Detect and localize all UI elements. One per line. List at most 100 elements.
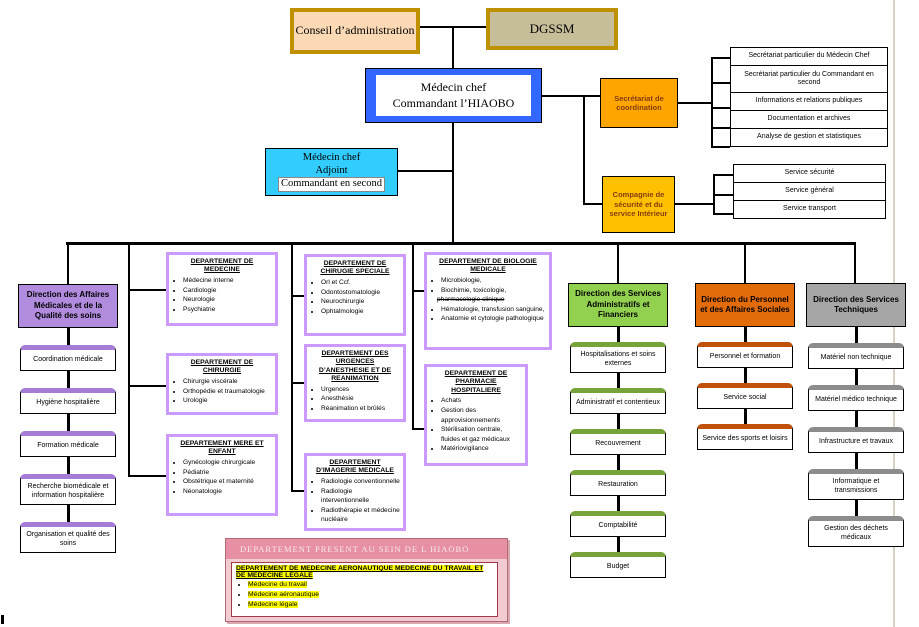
services-techniques-service-box: Gestion des déchets médicaux [808, 515, 904, 547]
departement-biologie-item: pharmacologie clinique [437, 295, 546, 305]
medecin-chef-adjoint-box: Médecin chef Adjoint Commandant en secon… [265, 148, 398, 196]
medecin-chef-line1: Médecin chef [420, 79, 487, 94]
departement-chirurgie-item: Chirurgie viscérale [183, 377, 272, 387]
departement-chirugie-speciale-item: Orl et Ccf. [321, 278, 400, 288]
services-administratifs-service-box: Administratif et contentieux [570, 387, 666, 414]
cursor-mark [1, 615, 4, 624]
departement-imagerie-box: DEPARTEMENT D’IMAGERIE MEDICALE Radiolog… [304, 453, 406, 531]
departement-medecine-item: Neurologie [183, 295, 272, 305]
connector-line [713, 213, 733, 215]
encart-title: DEPARTEMENT DE MEDECINE AERONAUTIQUE MED… [236, 565, 493, 579]
departement-chirurgie-item-text: Orthopédie et traumatologie [183, 387, 265, 395]
services-administratifs-service-box: Budget [570, 551, 666, 578]
medecin-chef-box: Médecin chef Commandant l’HIAOBO [365, 68, 542, 123]
departement-urgences-item: Urgences [321, 385, 400, 395]
departement-medecine-title: DEPARTEMENT DE MEDECINE [190, 258, 254, 274]
dgssm-box: DGSSM [486, 8, 618, 50]
departement-chirugie-speciale-title: DEPARTEMENT DE CHIRUGIE SPECIALE [320, 260, 390, 276]
encart-item-text: Médecine légale [248, 601, 298, 609]
departement-chirugie-speciale-item: Neurochirurgie [321, 297, 400, 307]
services-techniques-service-box-label: Informatique et transmissions [832, 478, 880, 495]
connector-line [583, 203, 602, 205]
encart-header: DEPARTEMENT PRESENT AU SEIN DE L HIAOBO [226, 539, 507, 559]
connector-line [291, 490, 304, 492]
direction-personnel-column: Direction du Personnel et des Affaires S… [695, 283, 795, 450]
departement-medecine-item-text: Médecine interne [183, 276, 234, 284]
departement-imagerie-item: Radiothérapie et médecine nucléaire [321, 506, 400, 525]
departement-chirugie-speciale-item-text: Orl et Ccf. [321, 278, 351, 286]
departement-medecine-item: Psychiatrie [183, 305, 272, 315]
affaires-medicales-service-box: Organisation et qualité des soins [20, 521, 116, 553]
departement-urgences-item: Réanimation et brûlés [321, 404, 400, 414]
affaires-medicales-service-box: Recherche biomédicale et information hos… [20, 474, 116, 505]
connector-line [452, 26, 454, 68]
departement-pharmacie-item-text: Gestion des approvisionnements [441, 407, 501, 424]
connector-line [854, 242, 856, 283]
departement-mere-enfant-item-text: Obstétrique et maternité [183, 478, 254, 486]
connector-line [617, 242, 619, 283]
departement-chirurgie-item-text: Urologie [183, 397, 208, 405]
secretariat-service-box-label: Informations et relations publiques [755, 97, 863, 105]
affaires-medicales-service-box: Formation médicale [20, 431, 116, 457]
services-techniques-service-box: Infrastructure et travaux [808, 427, 904, 453]
secretariat-service-box: Secrétariat particulier du Commandant en… [730, 65, 888, 93]
connector-line [67, 242, 69, 284]
compagnie-service-box: Service transport [733, 200, 886, 219]
departement-mere-enfant-item: Gynécologie chirurgicale [183, 458, 272, 468]
departement-mere-enfant-item: Obstétrique et maternité [183, 477, 272, 487]
encart-header-label: DEPARTEMENT PRESENT AU SEIN DE L HIAOBO [240, 544, 470, 554]
secretariat-service-box-label: Secrétariat particulier du Médecin Chef [748, 52, 870, 60]
connector-line [412, 428, 424, 430]
connector-line [711, 57, 730, 59]
secretariat-service-box: Secrétariat particulier du Médecin Chef [730, 47, 888, 66]
departement-biologie-box: DEPARTEMENT DE BIOLOGIE MEDICALE Microbi… [424, 252, 552, 350]
medecin-chef-line2: Commandant l’HIAOBO [392, 95, 515, 110]
direction-services-administratifs-label: Direction des Services Administratifs et… [575, 289, 661, 320]
departement-imagerie-item: Radiologie conventionnelle [321, 477, 400, 487]
encart-items: Médecine du travailMédecine aéronautique… [236, 580, 493, 611]
secretariat-coordination-label: Secrétariat de coordination [614, 93, 664, 112]
departement-pharmacie-item: Gestion des approvisionnements [441, 406, 522, 425]
direction-personnel-header: Direction du Personnel et des Affaires S… [695, 283, 795, 327]
connector-line [412, 26, 486, 28]
direction-affaires-medicales-label: Direction des Affaires Médicales et de l… [26, 290, 110, 321]
departement-biologie-item-text: Biochimie, toxicologie, [441, 286, 507, 294]
services-techniques-service-box: Informatique et transmissions [808, 469, 904, 500]
services-techniques-service-box-label: Gestion des déchets médicaux [824, 524, 888, 542]
adjoint-line1: Médecin chef [302, 152, 361, 164]
adjoint-line3: Commandant en second [278, 177, 385, 192]
departement-imagerie-items: Radiologie conventionnelleRadiologie int… [310, 477, 400, 525]
direction-affaires-medicales-column: Direction des Affaires Médicales et de l… [18, 284, 118, 553]
connector-line [452, 123, 454, 244]
departement-pharmacie-item: Stérilisation centrale, fluides et gaz m… [441, 425, 522, 444]
services-techniques-service-box: Matériel médico technique [808, 385, 904, 411]
conseil-administration-label: Conseil d’administration [295, 23, 415, 38]
departement-urgences-item: Anesthésie [321, 394, 400, 404]
departement-chirurgie-items: Chirurgie viscéraleOrthopédie et traumat… [172, 377, 272, 406]
departement-urgences-box: DEPARTEMENT DES URGENCES D’ANESTHESIE ET… [304, 344, 406, 422]
departement-medecine-item: Médecine interne [183, 276, 272, 286]
departement-pharmacie-items: AchatsGestion des approvisionnementsStér… [430, 396, 522, 453]
secretariat-service-box: Informations et relations publiques [730, 92, 888, 111]
departement-pharmacie-item: Achats [441, 396, 522, 406]
affaires-medicales-service-box-label: Hygiène hospitalière [36, 399, 100, 407]
departement-imagerie-item: Radiologie interventionnelle [321, 487, 400, 506]
departement-biologie-title: DEPARTEMENT DE BIOLOGIE MEDICALE [439, 258, 537, 274]
departement-urgences-item-text: Anesthésie [321, 395, 354, 403]
compagnie-service-box: Service sécurité [733, 164, 886, 183]
connector-line [291, 295, 304, 297]
connector-line [583, 95, 585, 204]
affaires-medicales-service-box-label: Recherche biomédicale et information hos… [27, 483, 109, 500]
encart-item: Médecine aéronautique [248, 590, 493, 600]
affaires-medicales-service-box-label: Coordination médicale [33, 356, 103, 364]
medecin-chef-inner: Médecin chef Commandant l’HIAOBO [376, 75, 531, 116]
departement-medecine-item-text: Neurologie [183, 296, 215, 304]
encart-item-text: Médecine du travail [248, 581, 307, 588]
departement-imagerie-title: DEPARTEMENT D’IMAGERIE MEDICALE [316, 459, 394, 475]
departement-mere-enfant-box: DEPARTEMENT MERE ET ENFANT Gynécologie c… [166, 434, 278, 516]
compagnie-service-box-label: Service transport [783, 205, 836, 213]
compagnie-service-box: Service général [733, 182, 886, 201]
connector-line [711, 107, 730, 109]
secretariat-service-box-label: Secrétariat particulier du Commandant en… [744, 70, 874, 86]
